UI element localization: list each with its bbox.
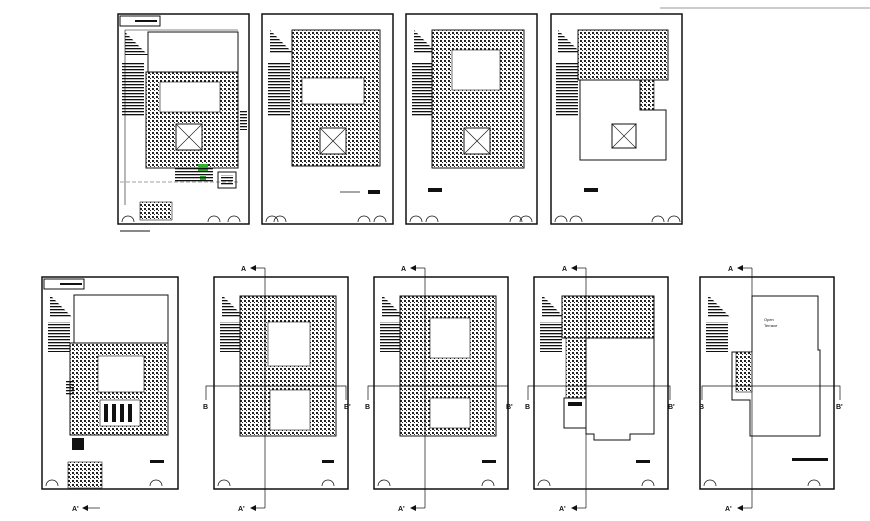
marker-b-5: B (699, 404, 704, 411)
stair-treads (268, 62, 290, 117)
sheet-border (533, 276, 669, 490)
marker-b-3: B (365, 404, 370, 411)
open-terrace (585, 337, 655, 441)
marker-a-5: A (728, 266, 733, 273)
sheet-border (405, 13, 538, 225)
entry-porch (175, 168, 213, 182)
sheet-top-3 (405, 13, 538, 225)
stair-treads (380, 322, 402, 352)
side-block (66, 380, 74, 396)
sheet-top-2 (261, 13, 394, 225)
marker-a-prime-4: A' (559, 506, 566, 513)
marker-a-prime-1: A' (72, 506, 79, 513)
stair-fan (542, 295, 565, 318)
gate-block (67, 461, 103, 489)
section-lines-vertical (264, 268, 753, 508)
terrace-label-line2: Terrace (764, 323, 778, 328)
title-box (368, 190, 380, 194)
stair-fan (558, 30, 581, 53)
section-arrow-shafts (88, 267, 752, 509)
stair-treads (540, 322, 562, 352)
sheet-bottom-3 (373, 276, 509, 490)
title-box (636, 460, 650, 463)
marker-b-2: B (203, 404, 208, 411)
sheet-bottom-2 (213, 276, 349, 490)
title-box (428, 188, 442, 192)
sheet-border (550, 13, 683, 225)
sheet-top-1 (117, 13, 250, 232)
section-lines-horizontal (205, 385, 841, 400)
open-court (73, 294, 169, 344)
stair-fan (270, 30, 293, 53)
kiosk (72, 438, 84, 450)
sheet-border (261, 13, 394, 225)
stair-treads (556, 62, 578, 117)
stair-fan (382, 295, 405, 318)
title-stamp (119, 15, 161, 27)
marker-b-prime-4: B' (668, 404, 675, 411)
stair-fan (125, 32, 148, 55)
section-arrows (82, 265, 743, 511)
terrace-label-line1: Open (764, 317, 774, 322)
sheet-border (699, 276, 835, 490)
stair-fan (414, 30, 437, 53)
gate-block (139, 201, 173, 221)
open-court (147, 31, 239, 73)
marker-b-prime-5: B' (836, 404, 843, 411)
marker-a-3: A (401, 266, 406, 273)
marker-b-4: B (525, 404, 530, 411)
marker-b-prime-3: B' (506, 404, 513, 411)
lift-block (240, 110, 247, 130)
open-terrace (579, 79, 667, 161)
stair-fan (222, 295, 245, 318)
marker-a-4: A (562, 266, 567, 273)
marker-a-prime-3: A' (398, 506, 405, 513)
title-box (792, 458, 828, 461)
stair-treads (220, 322, 242, 352)
title-box (482, 460, 496, 463)
stair-treads (122, 62, 144, 117)
stair-treads (412, 62, 434, 117)
upper-wing (561, 295, 655, 339)
sheet-border (373, 276, 509, 490)
upper-wing (577, 29, 669, 81)
sheet-border (117, 13, 250, 225)
title-box (322, 460, 334, 463)
marker-a-prime-2: A' (238, 506, 245, 513)
sheet-bottom-4 (533, 276, 669, 490)
stair-treads (48, 322, 70, 352)
sheet-border (213, 276, 349, 490)
title-box (584, 188, 598, 192)
title-box (150, 460, 164, 463)
sheet-top-4 (550, 13, 683, 225)
marker-a-prime-5: A' (725, 506, 732, 513)
kiosk (217, 171, 237, 189)
sheet-bottom-5: Open Terrace (699, 276, 835, 490)
title-stamp (43, 278, 85, 290)
marker-a-2: A (241, 266, 246, 273)
sheet-border (41, 276, 179, 490)
marker-b-prime-2: B' (344, 404, 351, 411)
stair-fan (708, 295, 731, 318)
stair-treads (706, 322, 728, 352)
stair-fan (50, 295, 73, 318)
section-marker-labels: A A A A A' A' A' A' A' B B' B B' B B' B … (72, 266, 843, 513)
sheet-bottom-1 (41, 276, 179, 490)
